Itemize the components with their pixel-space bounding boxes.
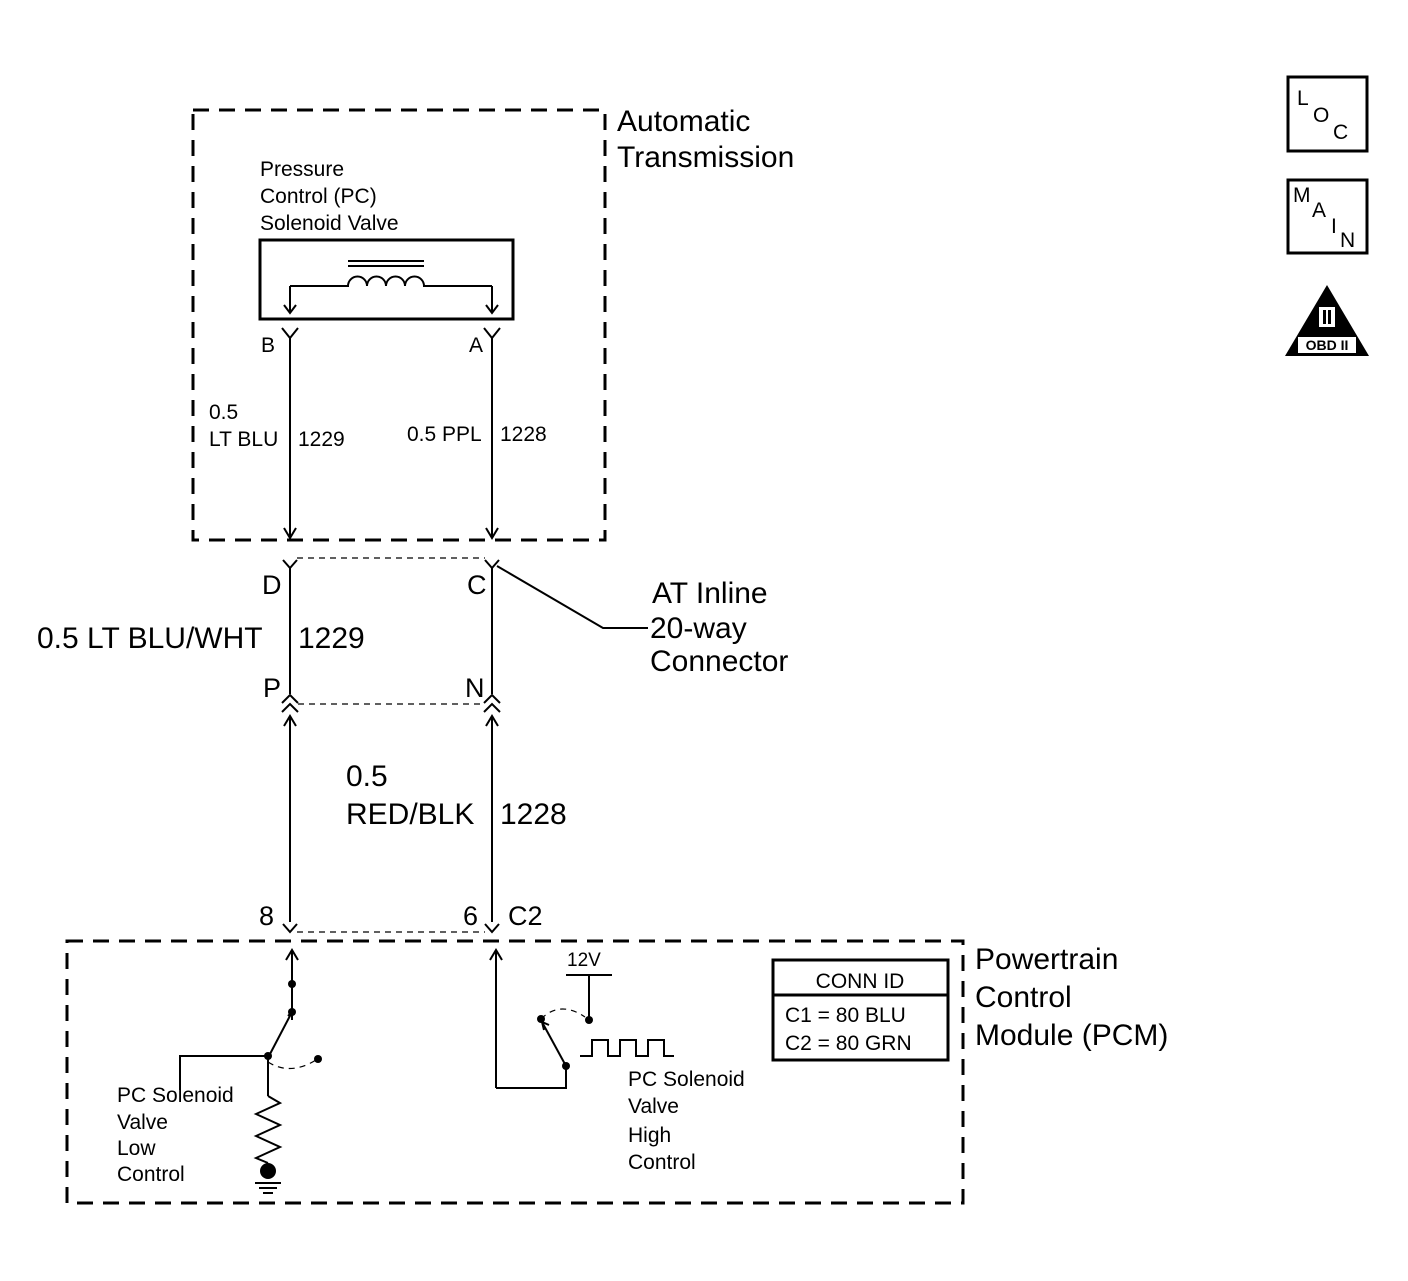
transmission-title-line1: Automatic xyxy=(617,105,750,138)
pin-a-terminal xyxy=(483,327,501,340)
pcm-title-line1: Powertrain xyxy=(975,943,1118,976)
wire-1228-label: 0.5 PPL xyxy=(407,423,482,446)
conn-id-table xyxy=(771,958,950,1062)
wire-1228-lower-circuit: 1228 xyxy=(500,798,567,831)
pin-b-label: B xyxy=(261,334,275,357)
transmission-boundary xyxy=(191,108,607,542)
low-control-label-line3: Low xyxy=(117,1137,156,1160)
pin-p-label: P xyxy=(263,673,281,703)
connector-label-line2: 20-way xyxy=(650,612,747,645)
high-control-label-line4: Control xyxy=(628,1151,696,1174)
wire-1229-mid-label: 0.5 LT BLU/WHT xyxy=(37,622,263,655)
pcm-title-line2: Control xyxy=(975,981,1072,1014)
conn-id-header: CONN ID xyxy=(816,970,905,993)
pin-p-terminal xyxy=(281,693,299,713)
solenoid-label-line2: Control (PC) xyxy=(260,185,377,208)
low-control-label-line1: PC Solenoid xyxy=(117,1084,234,1107)
pcm-connector-c2-label: C2 xyxy=(508,901,543,931)
conn-id-c1: C1 = 80 BLU xyxy=(785,1004,906,1027)
wire-1228-circuit: 1228 xyxy=(500,423,547,446)
wire-1229-color: LT BLU xyxy=(209,428,278,451)
high-control-label-line3: High xyxy=(628,1124,671,1147)
pin-c-label: C xyxy=(467,570,487,600)
low-control-label-line4: Control xyxy=(117,1163,185,1186)
pin-n-terminal xyxy=(483,693,501,713)
pcm-boundary xyxy=(65,939,965,1205)
connector-label-line3: Connector xyxy=(650,645,788,678)
svg-text:I: I xyxy=(1331,215,1337,238)
pc-solenoid-valve xyxy=(258,238,515,321)
high-control-label-line2: Valve xyxy=(628,1095,679,1118)
svg-text:N: N xyxy=(1340,229,1355,252)
low-control-label-line2: Valve xyxy=(117,1111,168,1134)
high-control-circuit xyxy=(489,948,674,1089)
pin-d-terminal xyxy=(282,559,298,570)
connector-leader-line xyxy=(496,565,648,629)
svg-text:A: A xyxy=(1312,199,1326,222)
svg-text:M: M xyxy=(1293,184,1311,207)
loc-icon[interactable]: L O C xyxy=(1286,75,1369,153)
pin-b-terminal xyxy=(281,327,299,340)
svg-text:L: L xyxy=(1297,87,1309,110)
pin-a-label: A xyxy=(469,334,483,357)
wire-1229-gauge: 0.5 xyxy=(209,401,238,424)
voltage-12v-label: 12V xyxy=(567,950,601,971)
svg-text:C: C xyxy=(1333,121,1348,144)
high-control-label-line1: PC Solenoid xyxy=(628,1068,745,1091)
pcm-title-line3: Module (PCM) xyxy=(975,1019,1168,1052)
pcm-pin-8-label: 8 xyxy=(259,901,274,931)
pin-d-label: D xyxy=(262,570,282,600)
wire-1228-lower-color: RED/BLK xyxy=(346,798,474,831)
pcm-pin-6-terminal xyxy=(484,923,500,934)
pcm-pin-8-terminal xyxy=(282,923,298,934)
wire-1229-mid-circuit: 1229 xyxy=(298,622,365,655)
main-icon[interactable]: M A I N xyxy=(1286,178,1369,255)
wire-1229-circuit: 1229 xyxy=(298,428,345,451)
obd-ii-icon[interactable]: OBD II xyxy=(1285,285,1369,356)
conn-id-c2: C2 = 80 GRN xyxy=(785,1032,912,1055)
low-control-circuit xyxy=(179,948,322,1194)
connector-label-line1: AT Inline xyxy=(652,577,768,610)
svg-text:O: O xyxy=(1313,104,1329,127)
svg-text:OBD II: OBD II xyxy=(1306,337,1349,353)
pcm-pin-6-label: 6 xyxy=(463,901,478,931)
solenoid-label-line3: Solenoid Valve xyxy=(260,212,399,235)
pin-n-label: N xyxy=(465,673,485,703)
transmission-title-line2: Transmission xyxy=(617,141,794,174)
solenoid-label-line1: Pressure xyxy=(260,158,344,181)
wire-1228-lower-gauge: 0.5 xyxy=(346,760,388,793)
